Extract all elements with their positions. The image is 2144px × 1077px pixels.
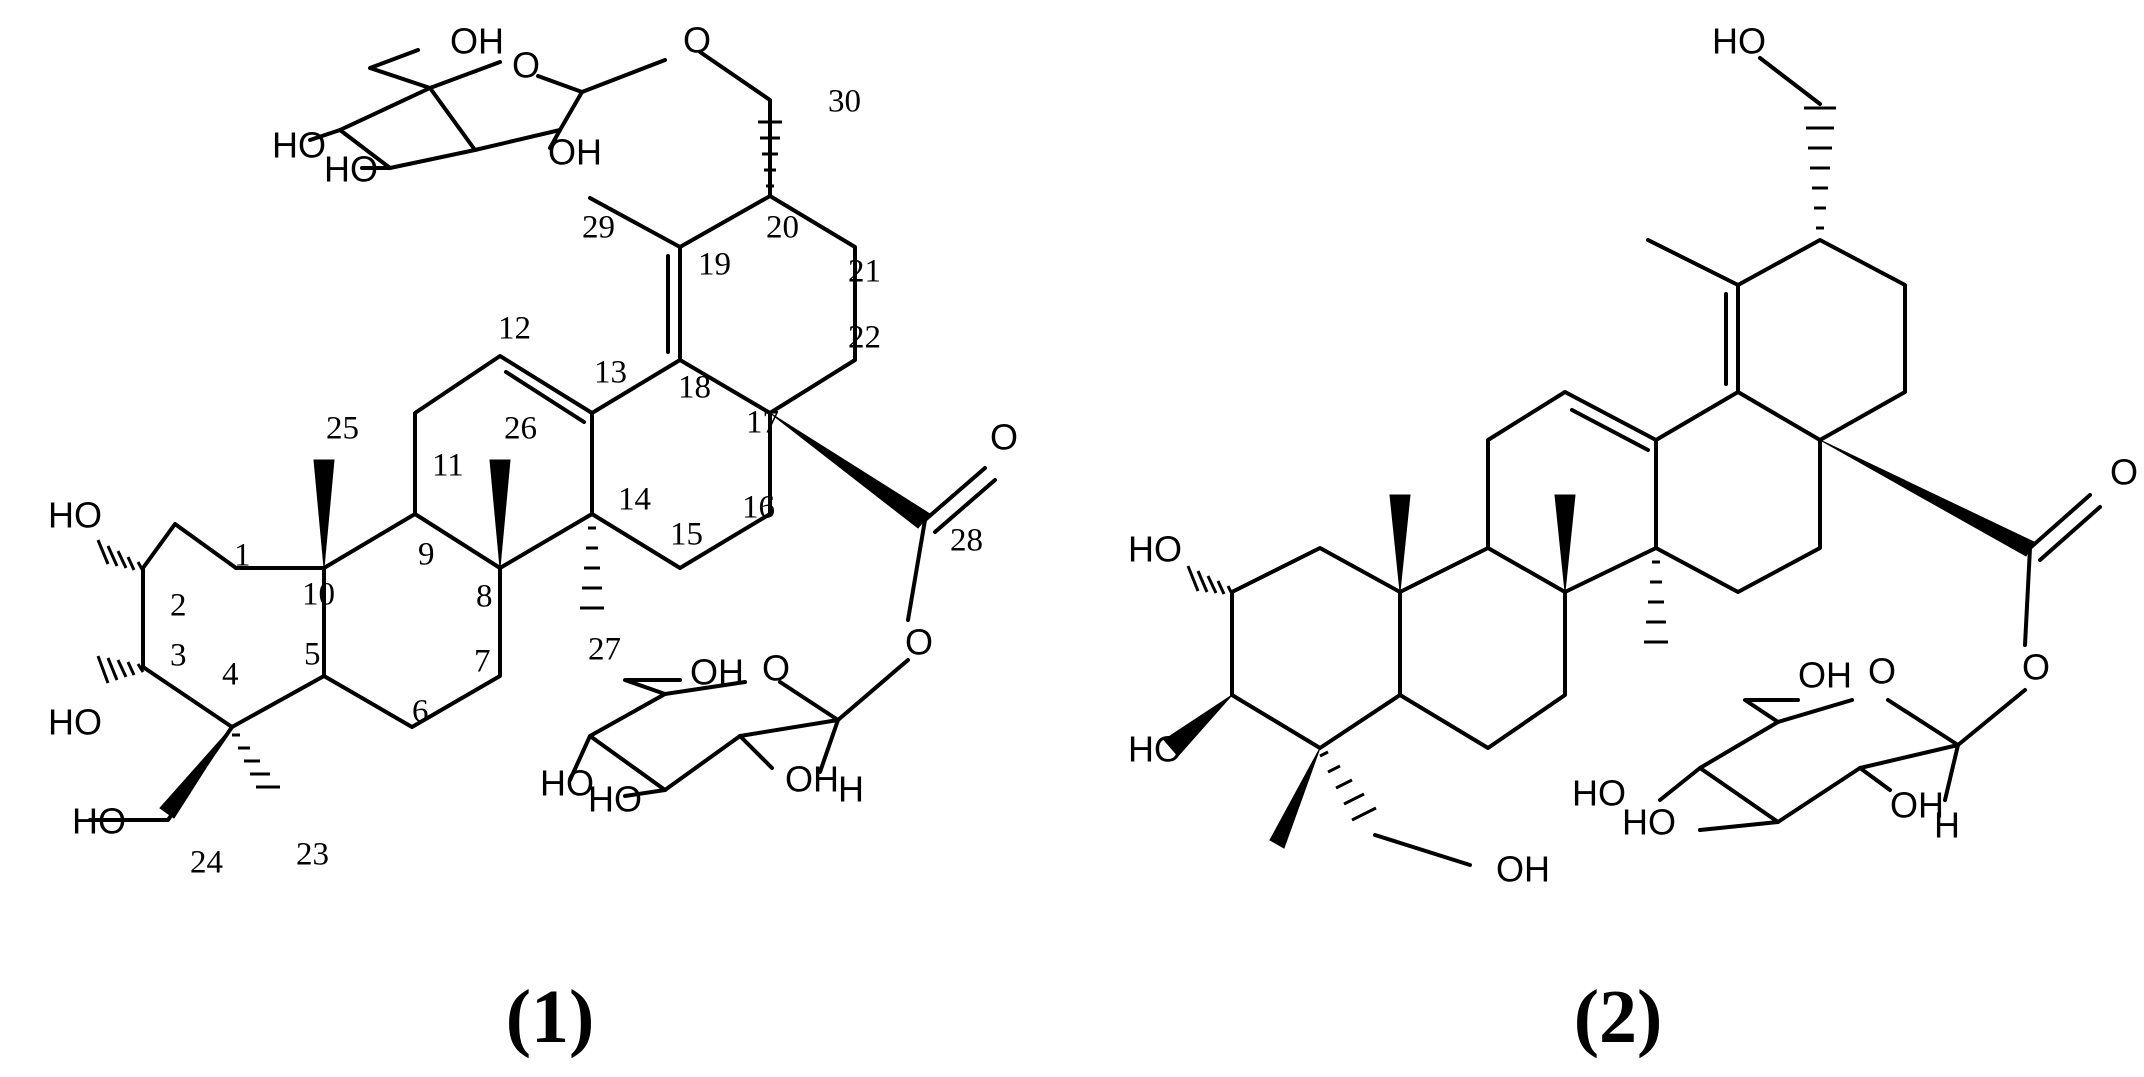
carbon-number: 19 [698, 247, 731, 283]
hashed-bonds [96, 120, 782, 789]
carbon-number: 3 [170, 638, 187, 674]
glucose-c28-2 [1658, 698, 1960, 832]
wedge-bond [1163, 694, 1233, 757]
carbon-number: 10 [302, 577, 335, 613]
atom-label: OH [1496, 849, 1550, 890]
carbon-number: 28 [950, 523, 983, 559]
carbon-number: 13 [594, 355, 627, 391]
wedge-bond [1389, 494, 1411, 593]
wedge-bond [489, 459, 511, 569]
carbon-number: 1 [234, 538, 251, 574]
atom-label: O [2022, 647, 2050, 688]
carbon-number: 29 [582, 210, 615, 246]
compound-2-caption: (2) [1574, 975, 1663, 1059]
wedge-bond [1269, 747, 1321, 849]
carbon-number: 17 [746, 405, 779, 441]
atom-label: H [1934, 805, 1960, 846]
atom-label: HO [1572, 773, 1626, 814]
atom-label: HO [272, 125, 326, 166]
wedge-bond [1819, 439, 2035, 557]
atom-label: O [1868, 651, 1896, 692]
glucose-c28 [568, 678, 840, 798]
atom-label: O [683, 20, 711, 61]
atom-label: OH [548, 132, 602, 173]
carbon-number: 26 [504, 411, 537, 447]
atom-label: OH [1798, 655, 1852, 696]
carbon-number: 8 [476, 579, 493, 615]
glucose-c30 [308, 48, 667, 170]
atom-label: HO [48, 702, 102, 743]
carbon-number: 11 [432, 448, 464, 484]
atom-label: OH [450, 21, 504, 62]
wedge-bond [769, 412, 931, 529]
carbon-number: 18 [678, 370, 711, 406]
carbon-number: 4 [222, 657, 239, 693]
atom-label: HO [1128, 529, 1182, 570]
carbon-number: 14 [618, 482, 651, 518]
atom-label: HO [72, 801, 126, 842]
carbon-number: 22 [848, 320, 881, 356]
atom-label: HO [588, 779, 642, 820]
atom-label: OH [785, 759, 839, 800]
wedge-bond [1554, 494, 1576, 593]
atom-label: O [2110, 452, 2138, 493]
atom-label: OH [690, 652, 744, 693]
carbon-number: 9 [418, 537, 435, 573]
carbon-number: 27 [588, 632, 621, 668]
carbon-number: 21 [848, 254, 881, 290]
carbon-number: 12 [498, 311, 531, 347]
atom-label: O [990, 417, 1018, 458]
wedge-bond [159, 726, 233, 819]
atom-label: OH [1890, 785, 1944, 826]
atom-label: HO [1128, 729, 1182, 770]
carbon-number: 6 [412, 694, 429, 730]
carbon-number: 5 [304, 637, 321, 673]
carbon-number: 2 [170, 588, 187, 624]
atom-label: O [512, 45, 540, 86]
carbon-number: 16 [742, 490, 775, 526]
wedge-bond [313, 459, 335, 569]
hashed-bonds [1186, 106, 1836, 822]
carbon-number: 24 [190, 845, 223, 881]
atom-label: O [905, 622, 933, 663]
atom-label: HO [324, 149, 378, 190]
atom-label: H [838, 769, 864, 810]
carbon-number: 25 [326, 411, 359, 447]
atom-label: HO [48, 495, 102, 536]
carbon-number: 7 [474, 644, 491, 680]
carbon-number: 23 [296, 837, 329, 873]
carbon-number: 20 [766, 210, 799, 246]
atom-label: HO [540, 763, 594, 804]
carbon-number: 30 [828, 84, 861, 120]
compound-1-caption: (1) [506, 975, 595, 1059]
atom-label: HO [1712, 21, 1766, 62]
atom-label: O [762, 648, 790, 689]
compound-1-carbon-numbers: 1234567891011121314151617181920212223242… [170, 84, 983, 881]
carbon-number: 15 [670, 517, 703, 553]
atom-label: HO [1622, 802, 1676, 843]
